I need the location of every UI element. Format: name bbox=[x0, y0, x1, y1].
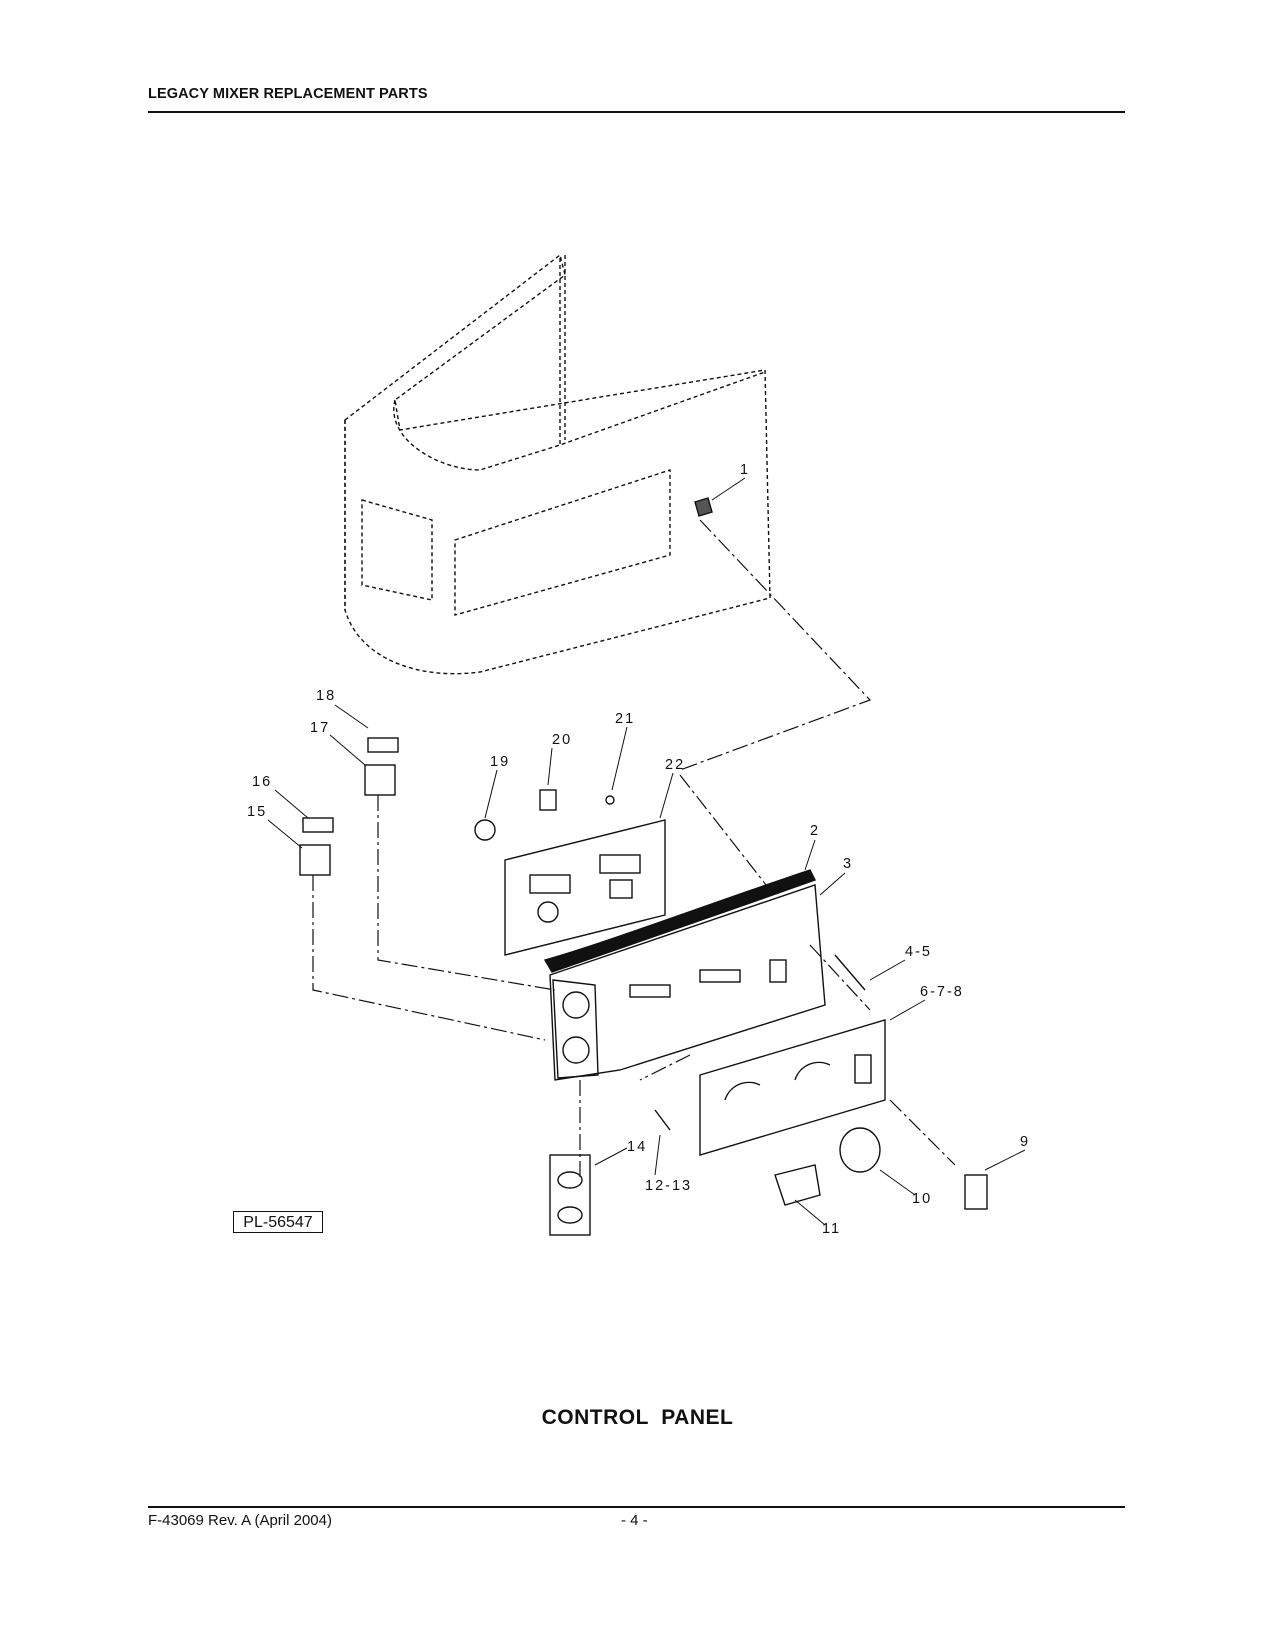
pushbutton-15 bbox=[299, 844, 331, 876]
part-1-bracket bbox=[694, 497, 713, 517]
callout-21: 21 bbox=[615, 711, 635, 727]
callout-10: 10 bbox=[912, 1191, 932, 1207]
callout-15: 15 bbox=[247, 804, 267, 820]
screw-4-5 bbox=[834, 954, 866, 991]
leader-lines bbox=[312, 519, 956, 1180]
callout-12-13: 12-13 bbox=[645, 1178, 692, 1194]
housing-outline bbox=[344, 253, 771, 675]
overlay-plate bbox=[699, 1019, 886, 1156]
control-panel bbox=[543, 869, 826, 1081]
callout-11: 11 bbox=[822, 1221, 841, 1237]
callout-arrows bbox=[267, 477, 1026, 1226]
callout-6-7-8: 6-7-8 bbox=[920, 984, 964, 1000]
callout-2: 2 bbox=[810, 823, 820, 839]
pot-19 bbox=[474, 819, 496, 841]
callout-17: 17 bbox=[310, 720, 330, 736]
header-rule bbox=[148, 111, 1125, 113]
knob-11 bbox=[774, 1164, 821, 1206]
circuit-board bbox=[504, 819, 666, 956]
cover-14 bbox=[549, 1154, 591, 1236]
footer-page-number: - 4 - bbox=[621, 1512, 648, 1529]
switch-9 bbox=[964, 1174, 988, 1210]
figure-id: PL-56547 bbox=[233, 1211, 323, 1233]
callout-22: 22 bbox=[665, 757, 685, 773]
diagram-caption: CONTROL PANEL bbox=[541, 1406, 734, 1429]
callout-4-5: 4-5 bbox=[905, 944, 932, 960]
callout-20: 20 bbox=[552, 732, 572, 748]
callout-3: 3 bbox=[843, 856, 853, 872]
callout-16: 16 bbox=[252, 774, 272, 790]
footer-doc-number: F-43069 Rev. A (April 2004) bbox=[148, 1512, 332, 1529]
callout-14: 14 bbox=[627, 1139, 647, 1155]
pushbutton-17 bbox=[364, 764, 396, 796]
fastener-21 bbox=[605, 795, 615, 805]
connector-20 bbox=[539, 789, 557, 811]
callout-19: 19 bbox=[490, 754, 510, 770]
footer-rule bbox=[148, 1506, 1125, 1508]
cap-16 bbox=[302, 817, 334, 833]
callout-9: 9 bbox=[1020, 1134, 1030, 1150]
callout-1: 1 bbox=[740, 462, 750, 478]
knob-10 bbox=[839, 1127, 881, 1173]
callout-18: 18 bbox=[316, 688, 336, 704]
screw-12-13 bbox=[654, 1109, 671, 1131]
header-title: LEGACY MIXER REPLACEMENT PARTS bbox=[148, 86, 428, 102]
cap-18 bbox=[367, 737, 399, 753]
